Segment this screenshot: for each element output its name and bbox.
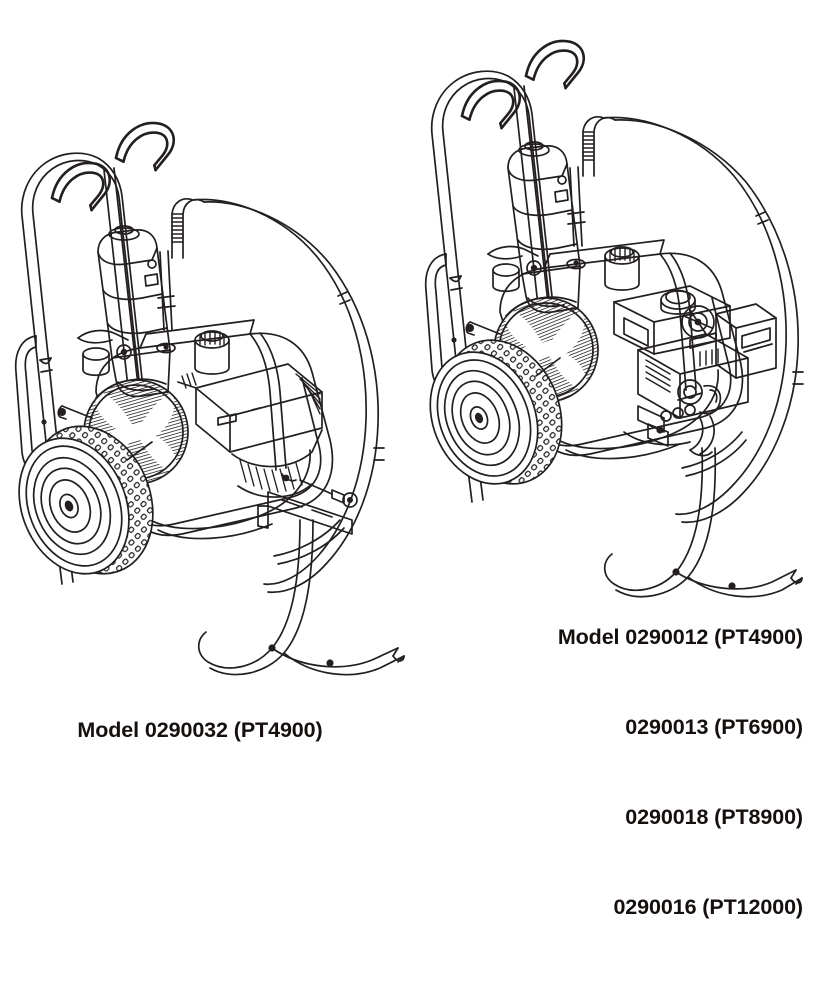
- axle-pin-right: [465, 321, 501, 336]
- pneumatic-wheel-left: [18, 425, 154, 575]
- caption-right-line-1: Model 0290012 (PT4900): [557, 625, 803, 649]
- outlet-fitting-right: [566, 258, 586, 270]
- suction-hose-right: [582, 116, 804, 524]
- control-box-left: [177, 363, 323, 453]
- pneumatic-wheel-right: [429, 339, 563, 485]
- base-frame-tube-left: [197, 519, 405, 676]
- page-root: Model 0290032 (PT4900) Model 0290012 (PT…: [14, 37, 804, 919]
- caption-right-line-3: 0290018 (PT8900): [625, 805, 803, 829]
- filter-cap-right: [604, 246, 640, 291]
- caption-right-unit: Model 0290012 (PT4900) 0290013 (PT6900) …: [403, 562, 803, 982]
- prime-valve-left: [77, 329, 132, 360]
- fluid-port-left: [82, 347, 110, 377]
- mount-bracket-right: [623, 405, 691, 446]
- caption-left-line-1: Model 0290032 (PT4900): [77, 718, 323, 742]
- prime-valve-right: [487, 245, 542, 276]
- caption-left-unit: Model 0290032 (PT4900): [0, 655, 400, 805]
- illustration-canvas: [14, 37, 804, 676]
- caption-right-line-4: 0290016 (PT12000): [613, 895, 803, 919]
- left-sprayer-illustration: [14, 119, 405, 676]
- pump-cylinder-left: [97, 225, 176, 398]
- pump-cylinder-right: [507, 141, 586, 314]
- axle-pin-left: [57, 405, 93, 420]
- outlet-fitting-left: [156, 342, 176, 354]
- filter-cap-left: [194, 330, 230, 375]
- drain-fitting-left: [281, 473, 358, 508]
- caption-right-line-2: 0290013 (PT6900): [625, 715, 803, 739]
- suction-hose-left: [171, 198, 385, 594]
- motor-barrel-left: [231, 429, 323, 498]
- fluid-port-right: [492, 263, 520, 293]
- right-sprayer-illustration: [424, 37, 804, 598]
- return-hose-left: [273, 519, 345, 565]
- mount-bracket-left: [257, 491, 353, 535]
- return-hose-right: [681, 431, 747, 477]
- gas-engine-block-right: [613, 285, 777, 457]
